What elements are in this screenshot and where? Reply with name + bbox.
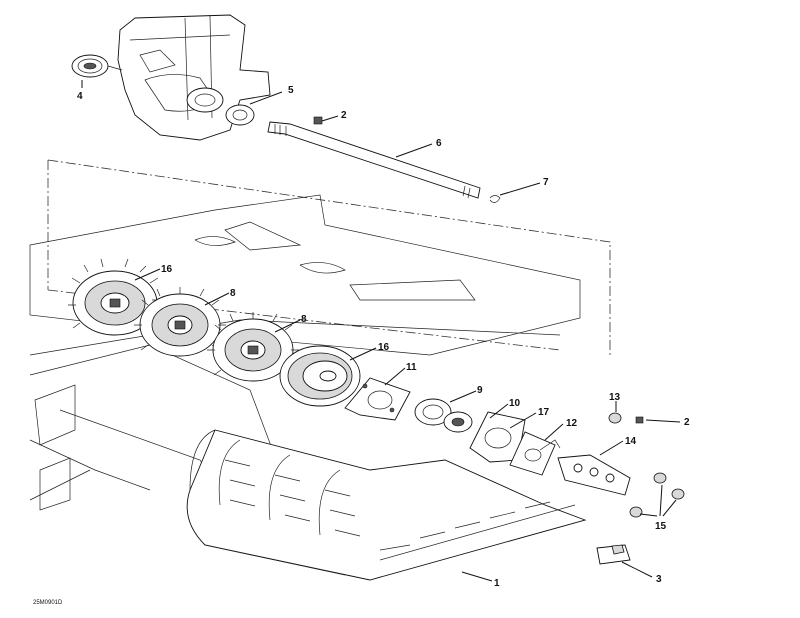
reference-code: 25M0901D [33,600,63,606]
callout-labels: 4 5 2 6 7 16 8 8 16 11 9 10 17 12 13 2 1… [33,85,690,606]
screw-2-lower [635,416,644,424]
callout-8-first: 8 [230,288,236,299]
callout-11: 11 [406,362,417,373]
callout-12: 12 [566,418,578,429]
callout-14: 14 [625,436,637,447]
callout-17: 17 [538,407,550,418]
callout-10: 10 [509,398,521,409]
callout-6: 6 [436,138,442,149]
leader-lines [81,80,681,582]
callout-8-second: 8 [301,314,307,325]
bearing-housing-11 [344,377,411,421]
callout-1: 1 [494,578,500,589]
bearing-4 [71,54,123,78]
callout-13: 13 [609,392,621,403]
housing-17 [469,411,526,463]
bracket-14 [557,454,631,496]
sprocket-8-second [207,312,299,382]
callout-16-left: 16 [161,264,173,275]
callout-7: 7 [543,177,549,188]
seal-5 [225,104,255,126]
tensioner-12 [509,431,561,476]
callout-9: 9 [477,385,483,396]
nuts-15 [629,472,685,518]
sprocket-8-first [134,287,226,357]
callout-15: 15 [655,521,667,532]
track-1 [186,429,587,581]
callout-4: 4 [77,91,83,102]
callout-2-upper: 2 [341,110,347,121]
sprocket-16-left [68,258,160,336]
callout-3: 3 [656,574,662,585]
retaining-ring-7 [489,195,501,203]
sprocket-16-right [279,345,361,407]
slider-3 [596,544,631,565]
nut-13 [608,412,622,424]
callout-2-lower: 2 [684,417,690,428]
drive-axle-6 [267,121,481,199]
callout-16-right: 16 [378,342,390,353]
callout-5: 5 [288,85,294,96]
screw-2-upper [313,116,323,125]
bearing-9 [414,398,473,433]
